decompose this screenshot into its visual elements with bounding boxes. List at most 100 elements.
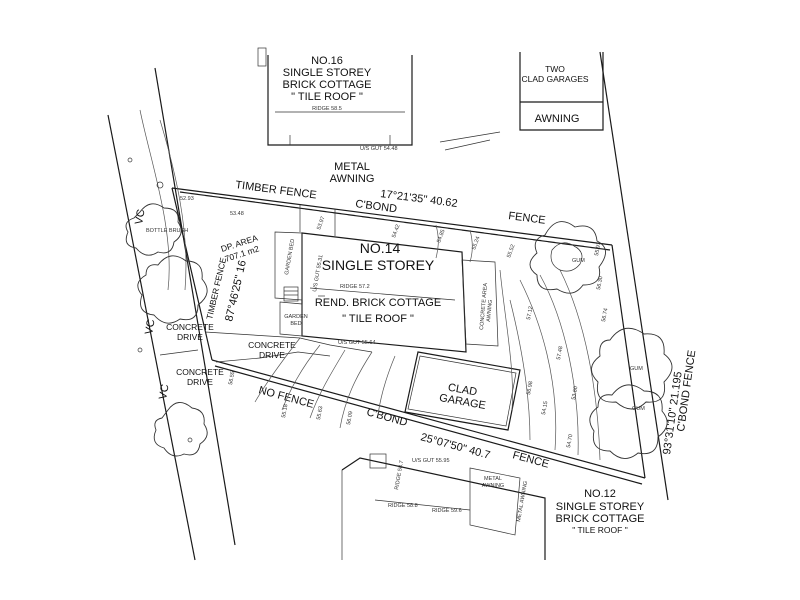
spot-level: 56.55	[228, 371, 236, 386]
west-boundary	[171, 187, 213, 361]
no12-awning-line2: AWNING	[482, 483, 504, 489]
spot-levels: 52.93 53.48 53.97 54.42 54.85 55.24 55.5…	[180, 196, 609, 448]
contour-lines	[139, 109, 601, 461]
spot-level: 55.18	[281, 404, 289, 419]
no16-line1: SINGLE STOREY	[283, 67, 372, 79]
clad-garage-line1: CLAD	[447, 382, 478, 399]
no12-line2: BRICK COTTAGE	[555, 513, 644, 525]
concrete-area-b-label: AWNING	[486, 299, 494, 322]
gum-3-label: GUM	[632, 406, 645, 412]
concrete-drive-1b: DRIVE	[177, 332, 203, 342]
spot-level: 56.30	[596, 276, 604, 291]
spot-level: 54.15	[541, 401, 549, 416]
no12-line3: " TILE ROOF "	[572, 525, 627, 535]
spot-level: 53.48	[230, 211, 244, 217]
concrete-drive-2: CONCRETE	[248, 340, 296, 350]
no12-awning-line1: METAL	[484, 476, 502, 482]
west-tree-3	[153, 402, 208, 457]
road-lines	[107, 51, 669, 561]
clad-garage: CLAD GARAGE	[404, 351, 521, 431]
no14-gutter: U/S GUT 55.31	[312, 254, 324, 292]
spot-level: 54.85	[436, 229, 446, 244]
vc-2: VC	[143, 318, 157, 335]
no14-title: NO.14	[360, 240, 401, 256]
spot-level: 56.98	[526, 381, 534, 396]
garages-outline	[519, 52, 604, 131]
north-fence: FENCE	[508, 210, 547, 227]
neighbour-no16: NO.16 SINGLE STOREY BRICK COTTAGE " TILE…	[257, 47, 413, 152]
no16-line2: BRICK COTTAGE	[282, 79, 371, 91]
awning-top: AWNING	[535, 113, 580, 125]
lot-boundary	[171, 187, 646, 485]
no14-ridge: RIDGE 57.2	[340, 284, 370, 290]
north-boundary	[171, 187, 613, 246]
no16-outline	[267, 55, 413, 146]
south-fence: FENCE	[511, 449, 550, 470]
spot-level: 54.70	[566, 434, 574, 449]
spot-level: 57.12	[526, 306, 534, 321]
gum-tree-1	[529, 221, 606, 294]
spot-level: 56.09	[346, 411, 354, 426]
metal-awning-line2: AWNING	[330, 173, 375, 185]
garden-bed-1-label: GARDEN BED	[284, 238, 296, 275]
garages-line2: CLAD GARAGES	[521, 74, 588, 84]
concrete-drive-1: CONCRETE	[166, 322, 214, 332]
no14-gutter2: U/S GUT 55.64	[338, 340, 376, 346]
gum-2-label: GUM	[630, 366, 643, 372]
no12-outline	[341, 457, 546, 560]
no12-ridge: RIDGE 58.8	[388, 503, 418, 509]
neighbour-no12: NO.12 SINGLE STOREY BRICK COTTAGE " TILE…	[341, 453, 645, 560]
stairs	[283, 286, 299, 302]
concrete-area-awning	[461, 259, 499, 347]
south-boundary	[211, 359, 646, 479]
spot-level: 53.60	[571, 386, 579, 401]
no14-outline	[301, 232, 467, 353]
no14-ridge-line	[309, 287, 456, 301]
trees: GUM GUM GUM BOTTLE BRUSH	[125, 203, 673, 459]
bottle-brush-tree	[125, 203, 182, 256]
bottle-brush-label: BOTTLE BRUSH	[146, 228, 188, 234]
no16-title: NO.16	[311, 55, 343, 67]
east-road-edge	[599, 51, 669, 501]
south-boundary-fence	[214, 365, 643, 485]
vc-1: VC	[133, 208, 147, 225]
metal-awning-line1: METAL	[334, 161, 370, 173]
spot-level: 54.42	[391, 224, 401, 239]
gum-tree-3	[589, 384, 668, 459]
north-boundary-fence	[179, 191, 611, 251]
no12-metal-awning	[469, 467, 521, 536]
west-road-edge	[154, 67, 236, 546]
no14-line1: SINGLE STOREY	[322, 257, 435, 273]
concrete-area-label: CONCRETE AREA	[479, 282, 489, 330]
clad-garage-outline	[404, 351, 521, 431]
north-cbond: C'BOND	[355, 198, 398, 215]
spot-level: 55.91	[594, 242, 602, 257]
garden-bed-1	[274, 231, 303, 301]
survey-marks	[127, 131, 501, 443]
garden-bed-2b-label: BED	[290, 321, 301, 327]
spot-level: 52.93	[180, 196, 194, 202]
spot-level: 55.63	[316, 406, 324, 421]
no14-line3: " TILE ROOF "	[342, 313, 414, 325]
no12-ridge3: RIDGE 58.7	[394, 460, 405, 490]
no12-line1: SINGLE STOREY	[556, 501, 645, 513]
south-cbond: C'BOND	[365, 406, 409, 429]
no12-title: NO.12	[584, 488, 616, 500]
west-tree-1	[137, 255, 208, 324]
concrete-drive-2b: DRIVE	[259, 350, 285, 360]
no16-line3: " TILE ROOF "	[291, 91, 363, 103]
concrete-drive-3: CONCRETE	[176, 367, 224, 377]
spot-level: 53.97	[316, 216, 326, 231]
spot-level: 55.52	[506, 244, 516, 259]
vc-3: VC	[157, 383, 171, 400]
concrete-drives: CONCRETE DRIVE CONCRETE DRIVE CONCRETE D…	[159, 322, 373, 387]
gum-1-label: GUM	[572, 258, 585, 264]
no12-gutter: U/S GUT 55.95	[412, 458, 450, 464]
garden-bed-2-label: GARDEN	[284, 314, 308, 320]
clad-garage-line2: GARAGE	[438, 392, 486, 412]
no16-ridge: RIDGE 58.5	[312, 106, 342, 112]
two-clad-garages: TWO CLAD GARAGES AWNING	[519, 52, 604, 131]
gum-tree-2	[591, 327, 673, 410]
house-no14: NO.14 SINGLE STOREY REND. BRICK COTTAGE …	[274, 231, 499, 353]
